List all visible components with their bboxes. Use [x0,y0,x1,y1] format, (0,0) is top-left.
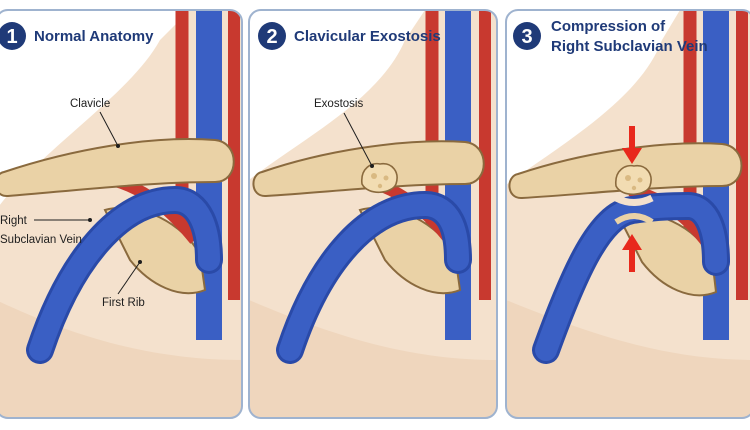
label-exostosis: Exostosis [314,98,363,110]
panel-2-badge [258,22,286,50]
panel-1-border [0,9,243,419]
leader-first-rib-dot [138,260,142,264]
panel-2-number: 2 [266,26,277,48]
exostosis-shape [361,162,398,194]
panel-1-title: Normal Anatomy [34,28,154,45]
exostosis-texture [631,185,637,191]
panel-1-badge [0,22,26,50]
panel-1-number: 1 [6,26,17,48]
clavicle-shape [0,138,235,198]
exostosis-texture [637,177,643,183]
panel-3-number: 3 [521,26,532,48]
panel-3-title-line2: Right Subclavian Vein [551,38,708,55]
leader-exostosis-dot [370,164,374,168]
panel-3-border [505,9,750,419]
panel-2-title: Clavicular Exostosis [294,28,441,45]
vein-compression-pinch [614,194,654,206]
panel-2-border [248,9,498,419]
label-vein-line1: Right [0,215,28,227]
arrow-down-icon [622,126,642,164]
leader-first-rib [117,261,141,295]
exostosis-texture [383,175,389,181]
panel-2: 2 Clavicular Exostosis Exostosis [248,9,498,419]
label-clavicle: Clavicle [70,98,110,110]
subclavian-vein-shape [535,194,727,361]
exostosis-shape [615,164,652,196]
panel-3-title-line1: Compression of [551,18,666,35]
exostosis-texture [371,173,377,179]
subclavian-vein-shape [29,188,220,361]
label-vein-line2: Subclavian Vein [0,234,82,246]
vein-compression-pinch [614,213,654,225]
label-first-rib: First Rib [102,297,145,309]
leader-clavicle [99,111,119,147]
panel-3: 3 Compression of Right Subclavian Vein [505,9,750,419]
arrow-up-icon [622,234,642,272]
exostosis-texture [377,183,383,189]
leader-exostosis [343,112,373,167]
exostosis-texture [625,175,631,181]
leader-vein-dot [88,218,92,222]
panel-1: 1 Normal Anatomy Clavicle Right Subclavi… [0,9,243,419]
leader-clavicle-dot [116,144,120,148]
subclavian-vein-shape [279,193,469,361]
panel-3-badge [513,22,541,50]
